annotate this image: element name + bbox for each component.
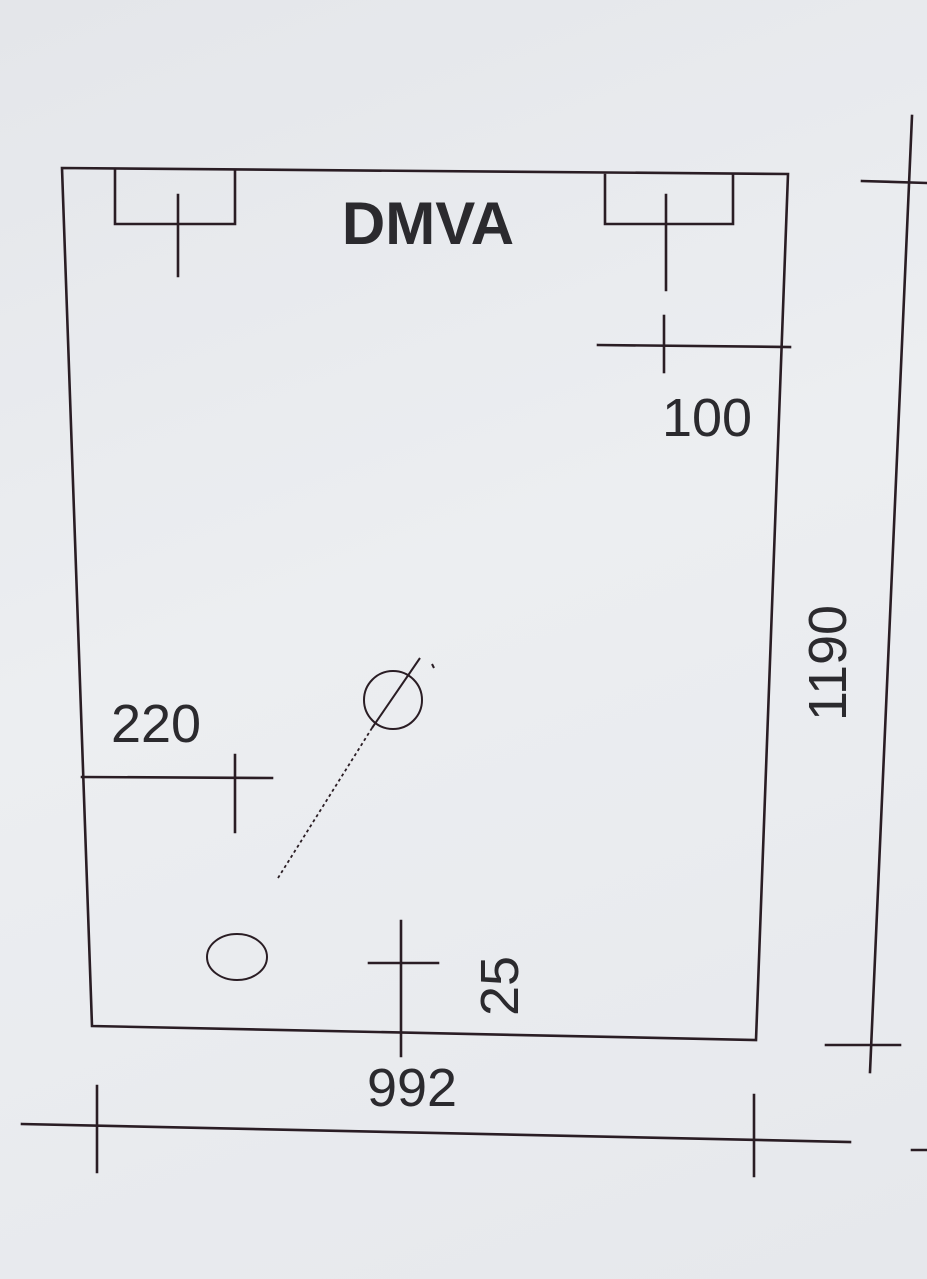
dim-100-horizontal [596, 343, 792, 349]
diameter-slash [371, 657, 421, 729]
dim-100-label: 100 [662, 388, 752, 448]
panel-outline [60, 166, 790, 1042]
leader-tip [431, 663, 435, 669]
hole-diameter-symbol [363, 670, 423, 730]
drawing-title: DMVA [342, 190, 514, 257]
top-right-bracket [603, 173, 735, 226]
dim-992-label: 992 [367, 1058, 457, 1118]
dim-992-line [20, 1122, 852, 1144]
dim-220-horizontal [80, 775, 274, 780]
dim-1190-line [868, 114, 914, 1074]
leader-line [277, 727, 373, 879]
dim-1190-label: 1190 [798, 605, 858, 721]
dim-220-label: 220 [111, 694, 201, 754]
top-left-bracket [113, 168, 237, 226]
dim-25-label: 25 [470, 956, 530, 1016]
oval-hole [206, 933, 268, 981]
dim-1190-top-tick [860, 179, 927, 185]
